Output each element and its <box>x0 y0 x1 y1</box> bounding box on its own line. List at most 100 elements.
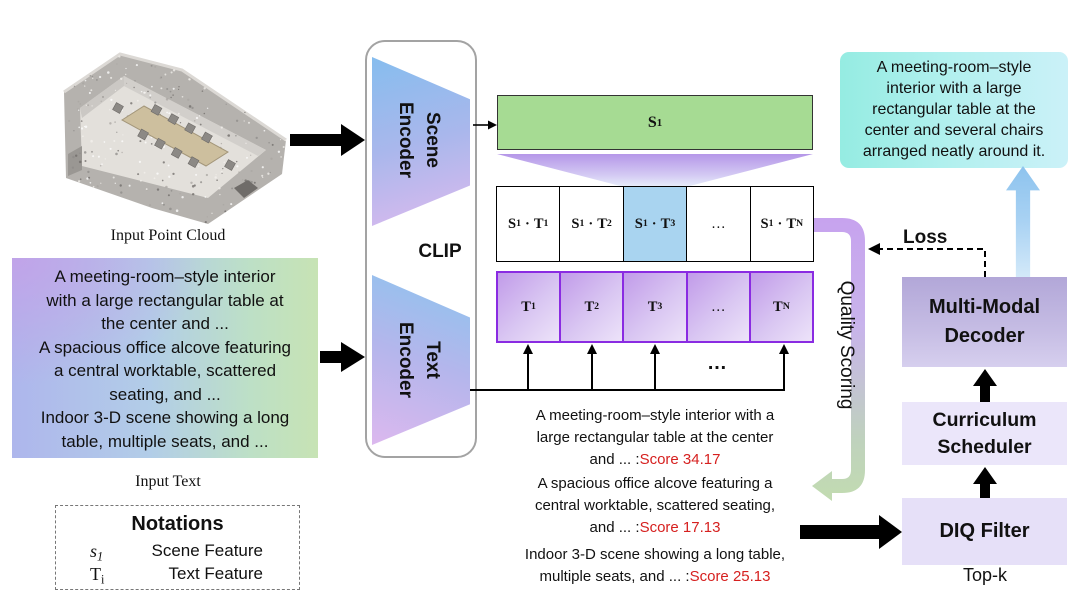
point-cloud-speck <box>138 160 142 164</box>
point-cloud-speck <box>87 170 90 174</box>
input-text-line: A spacious office alcove featuring <box>38 337 291 357</box>
point-cloud-speck <box>121 151 123 154</box>
point-cloud-speck <box>86 177 89 180</box>
point-cloud-speck <box>109 147 112 150</box>
point-cloud-speck <box>198 115 201 117</box>
point-cloud-speck <box>117 149 120 152</box>
notation-symbol: Ti <box>90 563 105 587</box>
quality-scoring-label: Quality Scoring <box>836 280 857 410</box>
point-cloud-speck <box>114 89 117 92</box>
point-cloud-speck <box>190 181 193 185</box>
point-cloud-speck <box>220 170 224 174</box>
curriculum-label-line2: Scheduler <box>937 435 1032 458</box>
chair <box>184 122 196 135</box>
point-cloud-speck <box>178 88 180 90</box>
point-cloud-speck <box>110 76 113 79</box>
scene-symbol: S <box>507 215 517 232</box>
point-cloud-speck <box>101 163 103 165</box>
point-cloud-speck <box>92 155 95 158</box>
text-feature-arrowhead <box>650 344 660 354</box>
input-text-line: a central worktable, scattered <box>53 361 277 380</box>
point-cloud-speck <box>160 87 163 90</box>
scored-text-tail: and ... : <box>589 519 640 536</box>
point-cloud-speck <box>165 185 168 189</box>
point-cloud-speck <box>172 172 175 176</box>
point-cloud-speck <box>128 184 131 187</box>
point-cloud-speck <box>114 121 116 123</box>
scored-text-tail: multiple seats, and ... : <box>539 568 690 585</box>
point-cloud-speck <box>189 79 191 81</box>
symbol-index: i <box>101 572 105 587</box>
score-value: Score 34.17 <box>639 451 721 468</box>
point-cloud-speck <box>214 176 217 179</box>
scored-text-tail: and ... : <box>589 451 640 468</box>
point-cloud-speck <box>166 111 168 114</box>
symbol-index: 1 <box>97 549 104 564</box>
similarity-funnel <box>497 154 813 186</box>
point-cloud-speck <box>89 181 92 184</box>
input-text-line: the center and ... <box>101 314 229 333</box>
point-cloud-speck <box>270 157 273 160</box>
point-cloud-speck <box>200 181 203 184</box>
point-cloud-speck <box>271 143 274 146</box>
point-cloud-speck <box>193 184 196 187</box>
point-cloud-speck <box>195 173 198 176</box>
point-cloud-speck <box>235 160 238 163</box>
point-cloud-speck <box>145 188 148 191</box>
point-cloud-to-encoder-arrow <box>290 124 365 156</box>
point-cloud-speck <box>88 176 91 179</box>
point-cloud-speck <box>99 164 102 167</box>
point-cloud-speck <box>137 173 140 176</box>
point-cloud-speck <box>84 85 86 87</box>
point-cloud-speck <box>125 67 127 70</box>
point-cloud-speck <box>79 178 82 180</box>
chair <box>112 102 124 114</box>
dot-operator: · <box>588 215 594 232</box>
point-cloud-speck <box>181 95 184 98</box>
back-wall-face <box>80 76 124 118</box>
point-cloud-speck <box>201 90 204 92</box>
text-encoder-label-line1: Text <box>422 341 443 379</box>
chair <box>150 104 163 116</box>
point-cloud-speck <box>77 100 80 103</box>
point-cloud-label: Input Point Cloud <box>110 227 226 244</box>
point-cloud-speck <box>144 141 147 144</box>
point-cloud-speck <box>82 135 84 138</box>
point-cloud-speck <box>235 119 239 122</box>
point-cloud-speck <box>230 203 233 206</box>
point-cloud-speck <box>104 158 106 160</box>
point-cloud-speck <box>198 165 200 167</box>
point-cloud-speck <box>187 98 190 101</box>
scene-symbol: S <box>760 215 769 232</box>
scene-feature-arrowhead <box>488 120 497 130</box>
point-cloud-speck <box>250 180 253 184</box>
point-cloud-speck <box>267 172 270 175</box>
point-cloud-speck <box>191 192 195 196</box>
point-cloud-speck <box>220 142 223 145</box>
point-cloud-speck <box>169 207 172 211</box>
point-cloud-speck <box>277 150 281 153</box>
chair <box>154 137 166 150</box>
point-cloud-speck <box>172 69 176 72</box>
point-cloud-speck <box>133 86 135 89</box>
point-cloud-speck <box>178 86 180 88</box>
point-cloud-speck <box>231 187 234 190</box>
point-cloud-speck <box>88 91 91 95</box>
chair <box>187 156 200 168</box>
point-cloud-speck <box>91 75 94 78</box>
point-cloud-speck <box>204 196 207 198</box>
dot-operator: · <box>777 215 783 232</box>
point-cloud-speck <box>219 193 221 196</box>
point-cloud-speck <box>225 103 227 105</box>
point-cloud-speck <box>115 152 118 156</box>
text-symbol: T <box>786 215 797 232</box>
point-cloud-speck <box>126 82 128 84</box>
input-text-box: A meeting-room–style interior with a lar… <box>12 258 318 458</box>
input-text-label: Input Text <box>135 473 201 490</box>
scene-encoder-label-line1: Scene <box>422 112 443 168</box>
point-cloud-speck <box>147 90 149 93</box>
ellipsis: … <box>711 215 726 232</box>
text-feature-symbol: T <box>773 298 783 315</box>
